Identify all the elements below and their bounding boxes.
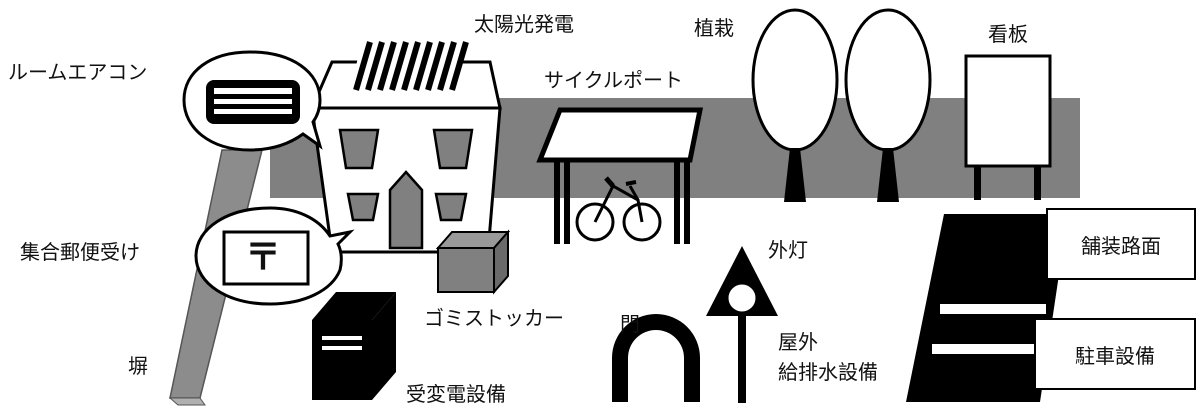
signboard-icon [964,54,1052,200]
garbage-stocker-icon [435,229,511,295]
tree-icon [844,8,932,202]
aircon-icon [206,80,300,124]
mailbox-bubble [194,206,355,306]
parking-road [906,214,1068,402]
label-outdoor-light: 外灯 [768,238,808,262]
tree-icon [751,8,839,202]
label-solar: 太陽光発電 [474,12,574,36]
label-paved-road: 舗装路面 [1046,208,1196,280]
label-signboard: 看板 [988,22,1028,46]
building [309,40,502,254]
solar-panel-icon [350,40,469,92]
substation-icon [312,292,396,400]
label-gate: 門 [620,312,640,336]
postal-mark-icon: 〒 [245,237,282,278]
street-light-icon [706,246,778,403]
bicycle-icon [575,176,662,242]
label-fence: 塀 [128,354,148,378]
label-plants: 植栽 [694,16,734,40]
label-garbage: ゴミストッカー [424,306,564,330]
label-aircon: ルームエアコン [8,60,148,84]
label-cycleport: サイクルポート [544,68,683,92]
label-mailbox: 集合郵便受け [20,240,140,264]
gate-icon [612,314,700,402]
cycle-port-icon [536,107,704,244]
label-parking: 駐車設備 [1034,318,1196,390]
label-plumbing-1: 屋外 [778,330,818,354]
aircon-bubble [182,50,323,152]
mailbox-icon [222,230,310,286]
label-substation: 受変電設備 [406,382,506,406]
label-plumbing-2: 給排水設備 [778,360,878,384]
